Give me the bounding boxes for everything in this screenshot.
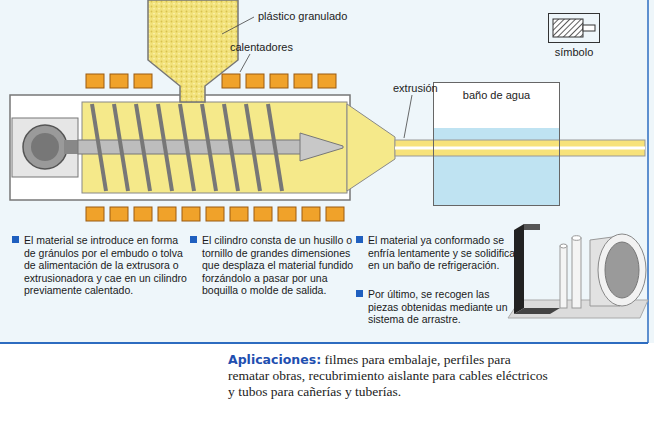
screw [268, 104, 282, 191]
motor [23, 125, 80, 169]
products-illustration [605, 242, 639, 298]
die [347, 104, 395, 191]
products-illustration [560, 246, 567, 308]
panel-background [647, 0, 649, 343]
leader-lines [240, 54, 250, 72]
screw [114, 104, 128, 191]
screw [78, 140, 303, 154]
heaters [326, 207, 344, 221]
heaters [294, 74, 312, 88]
screw [300, 133, 343, 161]
motor [31, 133, 59, 161]
symbol-icon [583, 25, 595, 31]
heaters [246, 74, 264, 88]
products-illustration [524, 224, 540, 230]
heaters [110, 74, 128, 88]
heaters [134, 74, 152, 88]
heaters [230, 207, 248, 221]
heaters [270, 74, 288, 88]
leader-lines [222, 17, 412, 138]
screw [136, 104, 150, 191]
screw [180, 104, 194, 191]
heaters [254, 207, 272, 221]
screw [92, 104, 106, 191]
products-illustration [560, 244, 567, 248]
heaters [278, 207, 296, 221]
products-illustration [514, 308, 560, 314]
heaters [110, 207, 128, 221]
heaters [318, 74, 336, 88]
symbol-icon [553, 19, 583, 37]
heaters [182, 207, 200, 221]
screw [78, 104, 343, 191]
symbol-box: símbolo [548, 13, 600, 43]
heaters [134, 207, 152, 221]
step-text: El material ya conformado se enfría lent… [356, 234, 518, 272]
motor [23, 125, 67, 169]
part-label: plástico granulado [258, 10, 398, 23]
products-illustration [514, 224, 524, 314]
panel-background [0, 342, 648, 344]
heaters [86, 207, 104, 221]
products-illustration [598, 234, 646, 306]
heaters [86, 74, 104, 88]
screw [158, 104, 172, 191]
housing [10, 95, 350, 200]
part-label: extrusión [393, 82, 463, 95]
heaters [222, 74, 240, 88]
symbol-caption: símbolo [519, 46, 629, 58]
products-illustration [572, 238, 581, 308]
products-illustration [508, 224, 648, 318]
water-bath [433, 82, 560, 128]
leader-lines [222, 17, 254, 34]
products-illustration [572, 236, 581, 241]
step-text: El cilindro consta de un husillo o torni… [190, 234, 360, 297]
panel-background [0, 0, 654, 343]
step-text: El material se introduce en forma de grá… [12, 234, 192, 297]
screw [246, 104, 260, 191]
heaters [206, 207, 224, 221]
leader-lines [404, 95, 412, 138]
housing [10, 95, 350, 200]
applications-heading: Aplicaciones: [228, 352, 321, 367]
step-text: Por último, se recogen las piezas obteni… [356, 288, 518, 326]
symbol-icon [553, 19, 595, 37]
water-bath-box: baño de agua [433, 82, 560, 206]
die [347, 104, 395, 191]
screw [224, 104, 238, 191]
panel-background [0, 0, 654, 343]
heaters [302, 207, 320, 221]
part-label: calentadores [230, 41, 340, 54]
applications-paragraph: Aplicaciones: filmes para embalaje, perf… [228, 352, 550, 400]
heaters [86, 74, 344, 221]
heaters [158, 207, 176, 221]
screw [202, 104, 216, 191]
